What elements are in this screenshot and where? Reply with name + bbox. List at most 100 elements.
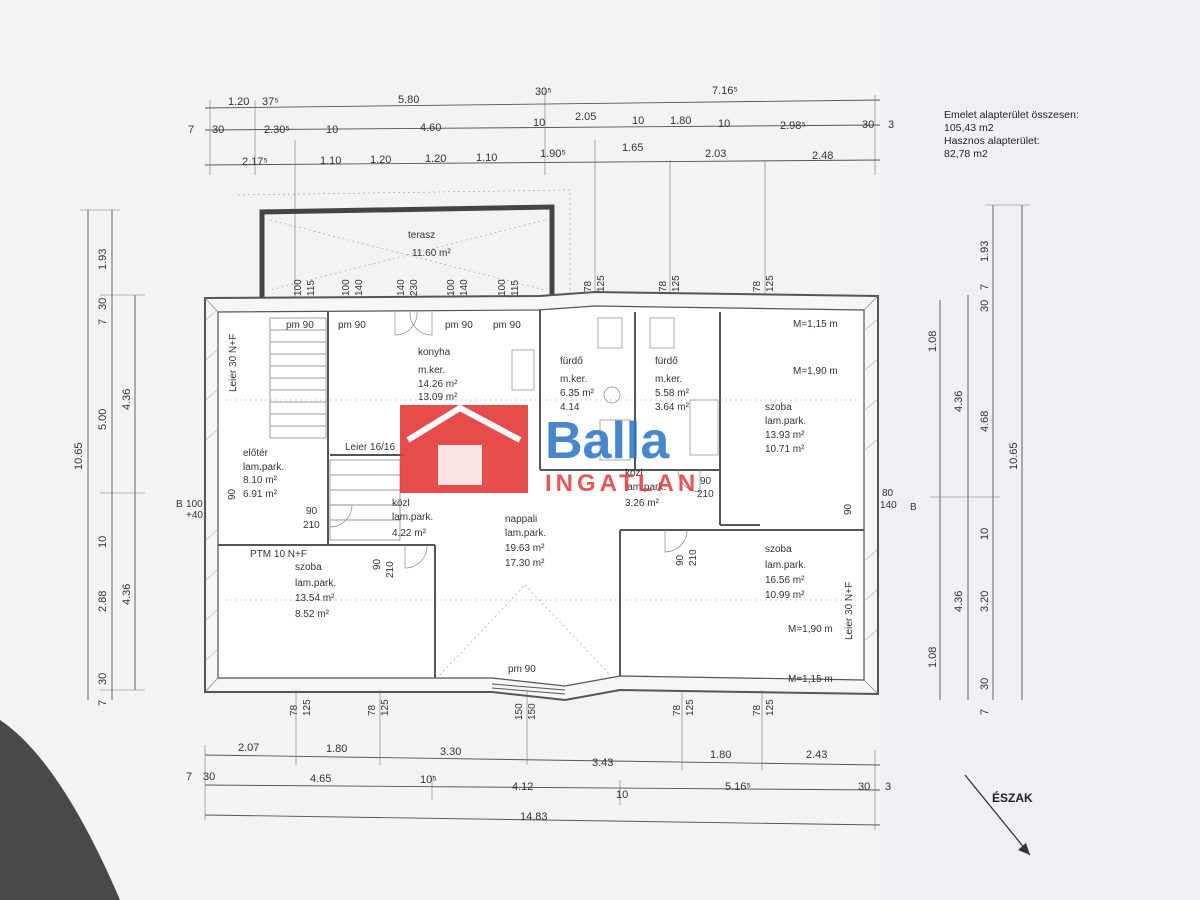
win-top-1: 115 bbox=[306, 280, 317, 296]
dim-right2-1: 4.36 bbox=[953, 391, 965, 412]
dim-top2-10: 2.98⁵ bbox=[780, 120, 806, 132]
summary-line4: 82,78 m2 bbox=[944, 148, 988, 160]
win-bot-0: 78 bbox=[289, 704, 300, 716]
dim-right-3: 4.68 bbox=[979, 411, 991, 432]
door-swings bbox=[329, 311, 701, 569]
room-nappali: nappali lam.park. 19.63 m² 17.30 m² bbox=[505, 514, 546, 569]
terasz-name: terasz bbox=[408, 230, 435, 241]
dim-bot1-4: 1.80 bbox=[710, 749, 731, 761]
dim-top3-1: 1.10 bbox=[320, 155, 341, 167]
furdo1-name: fürdő bbox=[560, 356, 583, 367]
dim-right-2: 7 bbox=[979, 284, 991, 290]
top-row3-labels: 2.17⁵ 1.10 1.20 1.20 1.10 1.90⁵ 1.65 2.0… bbox=[242, 142, 833, 168]
dim-right-7: 7 bbox=[979, 709, 991, 715]
door-1: 90 bbox=[306, 506, 318, 517]
dim-left-3: 5.00 bbox=[97, 409, 109, 430]
dim-left2-0: 4.36 bbox=[121, 389, 133, 410]
outer-walls bbox=[204, 290, 879, 702]
furdo2-name: fürdő bbox=[655, 356, 678, 367]
terasz-area: 11.60 m² bbox=[412, 248, 451, 259]
dim-left2-1: 4.36 bbox=[121, 584, 133, 605]
win-top-5: 230 bbox=[409, 279, 420, 296]
leier-left: Leier 30 N+F bbox=[228, 334, 239, 392]
dim-left-4: 10 bbox=[97, 536, 109, 548]
dim-left-0: 1.93 bbox=[97, 249, 109, 270]
logo-house-body-icon bbox=[438, 445, 482, 485]
win-top-15: 125 bbox=[765, 275, 776, 292]
furdo2-net: 3.64 m² bbox=[655, 402, 690, 413]
door-3: 90 bbox=[372, 558, 383, 570]
win-top-7: 140 bbox=[459, 279, 470, 296]
dim-left-outer: 10.65 bbox=[73, 442, 85, 470]
side-right-2: B bbox=[910, 502, 917, 513]
room-konyha: konyha m.ker. 14.26 m² 13.09 m² bbox=[418, 347, 458, 403]
dim-top2-9: 10 bbox=[718, 118, 730, 130]
konyha-net: 13.09 m² bbox=[418, 392, 458, 403]
furdo2-floor: m.ker. bbox=[655, 374, 682, 385]
szoba-se-net: 10.99 m² bbox=[765, 590, 805, 601]
north-arrow-icon bbox=[964, 774, 1031, 856]
win-top-10: 78 bbox=[583, 280, 594, 292]
dim-bot2-8: 3 bbox=[885, 781, 891, 793]
furdo1-floor: m.ker. bbox=[560, 374, 587, 385]
room-furdo-2: fürdő m.ker. 5.58 m² 3.64 m² bbox=[655, 356, 690, 413]
top-dimension-lines bbox=[204, 88, 881, 300]
win-bot-8: 78 bbox=[752, 704, 763, 716]
window-labels-top: 100 115 100 140 140 230 100 140 100 115 … bbox=[293, 275, 776, 296]
dim-left-6: 30 bbox=[97, 673, 109, 685]
kozl-center-name: közl bbox=[625, 468, 643, 479]
win-top-4: 140 bbox=[396, 279, 407, 296]
win-top-14: 78 bbox=[752, 280, 763, 292]
balla-ingatlan-logo: Balla INGATLAN bbox=[400, 404, 695, 497]
bottom-row1-labels: 2.07 1.80 3.30 3.43 1.80 2.43 bbox=[238, 742, 827, 769]
room-szoba-sw: szoba lam.park. 13.54 m² 8.52 m² bbox=[295, 562, 336, 620]
summary-line2: 105,43 m2 bbox=[944, 122, 994, 134]
konyha-area: 14.26 m² bbox=[418, 379, 458, 390]
kozl-center-area: 3.26 m² bbox=[625, 498, 660, 509]
nappali-name: nappali bbox=[505, 514, 537, 525]
dim-top2-6: 2.05 bbox=[575, 111, 596, 123]
m115-top: M=1,15 m bbox=[793, 319, 838, 330]
leier-right: Leier 30 N+F bbox=[844, 582, 855, 640]
door-0: 90 bbox=[227, 488, 238, 500]
win-top-11: 125 bbox=[596, 275, 607, 292]
dim-right-5: 3.20 bbox=[979, 591, 991, 612]
win-top-6: 100 bbox=[446, 279, 457, 296]
furdo1-area: 6.35 m² bbox=[560, 388, 595, 399]
right-dimension-lines bbox=[930, 204, 1030, 700]
dim-right-1: 30 bbox=[979, 300, 991, 312]
dim-bot2-0: 7 bbox=[186, 771, 192, 783]
dim-top2-5: 10 bbox=[533, 117, 545, 129]
dim-top1-2: 5.80 bbox=[398, 94, 419, 106]
door-5: 90 bbox=[675, 554, 686, 566]
dim-top3-0: 2.17⁵ bbox=[242, 156, 268, 168]
door-4: 210 bbox=[385, 561, 396, 578]
dim-left-2: 7 bbox=[97, 319, 109, 325]
nappali-net: 17.30 m² bbox=[505, 558, 545, 569]
win-top-2: 100 bbox=[341, 279, 352, 296]
ptm-note: PTM 10 N+F bbox=[250, 549, 307, 560]
side-left-0: B bbox=[176, 499, 183, 510]
bottom-row2-labels: 7 30 4.65 10⁵ 4.12 10 5.16⁵ 30 3 bbox=[186, 771, 891, 801]
szoba-ne-area: 13.93 m² bbox=[765, 430, 805, 441]
dim-right-0: 1.93 bbox=[979, 241, 991, 262]
dim-left-1: 30 bbox=[97, 298, 109, 310]
side-left-1: 100 bbox=[186, 499, 203, 510]
dim-top2-2: 2.30⁵ bbox=[264, 124, 290, 136]
door-6: 210 bbox=[688, 549, 699, 566]
dim-bot2-2: 4.65 bbox=[310, 773, 331, 785]
dim-top3-8: 2.48 bbox=[812, 150, 833, 162]
summary-line3: Hasznos alapterület: bbox=[944, 135, 1040, 147]
dim-top3-2: 1.20 bbox=[370, 154, 391, 166]
szoba-ne-name: szoba bbox=[765, 402, 792, 413]
dim-bot2-6: 5.16⁵ bbox=[725, 781, 751, 793]
win-top-13: 125 bbox=[671, 275, 682, 292]
szoba-ne-net: 10.71 m² bbox=[765, 444, 805, 455]
nappali-area: 19.63 m² bbox=[505, 543, 545, 554]
dim-bot1-5: 2.43 bbox=[806, 749, 827, 761]
room-kozl-left: közl lam.park. 4.22 m² bbox=[392, 498, 433, 539]
szoba-sw-floor: lam.park. bbox=[295, 578, 336, 589]
pm90-a: pm 90 bbox=[286, 320, 314, 331]
szoba-sw-net: 8.52 m² bbox=[295, 609, 330, 620]
